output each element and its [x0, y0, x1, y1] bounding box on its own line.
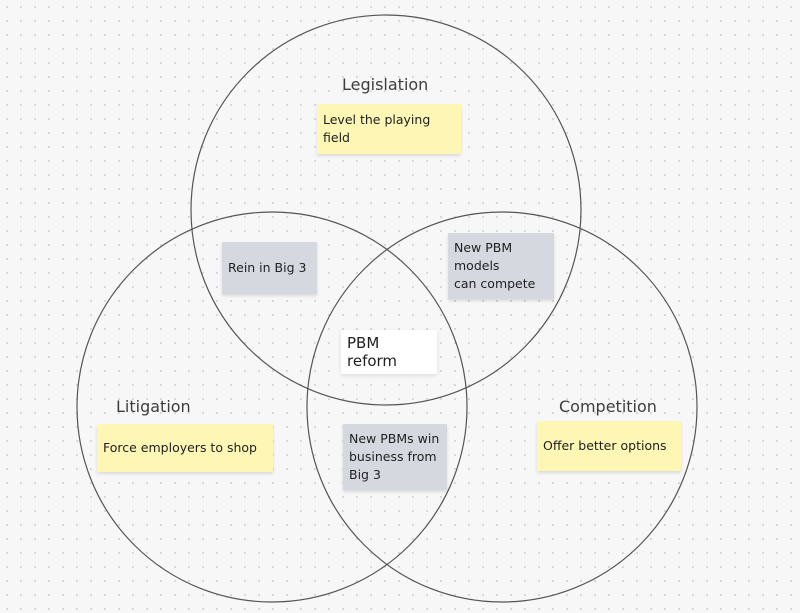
center-note[interactable]: PBM reform — [341, 330, 437, 374]
legislation-litigation-note-text: Rein in Big 3 — [228, 260, 307, 275]
competition-note-text: Offer better options — [543, 438, 667, 453]
litigation-note-text: Force employers to shop — [103, 440, 257, 455]
litigation-circle — [76, 211, 468, 603]
litigation-label: Litigation — [116, 397, 191, 416]
legislation-note[interactable]: Level the playing field — [317, 104, 461, 154]
litigation-competition-note-text: New PBMs win business from Big 3 — [349, 431, 440, 482]
legislation-competition-note-text: New PBM models can compete — [454, 240, 536, 291]
competition-note[interactable]: Offer better options — [537, 421, 681, 471]
legislation-label: Legislation — [342, 75, 429, 94]
litigation-note[interactable]: Force employers to shop — [97, 424, 273, 472]
center-note-text: PBM reform — [347, 334, 398, 370]
competition-label: Competition — [559, 397, 657, 416]
legislation-note-text: Level the playing field — [323, 112, 431, 145]
litigation-competition-note[interactable]: New PBMs win business from Big 3 — [343, 424, 447, 490]
legislation-competition-note[interactable]: New PBM models can compete — [448, 233, 554, 299]
competition-circle — [306, 211, 698, 603]
legislation-circle — [190, 14, 582, 406]
legislation-litigation-note[interactable]: Rein in Big 3 — [222, 242, 317, 294]
